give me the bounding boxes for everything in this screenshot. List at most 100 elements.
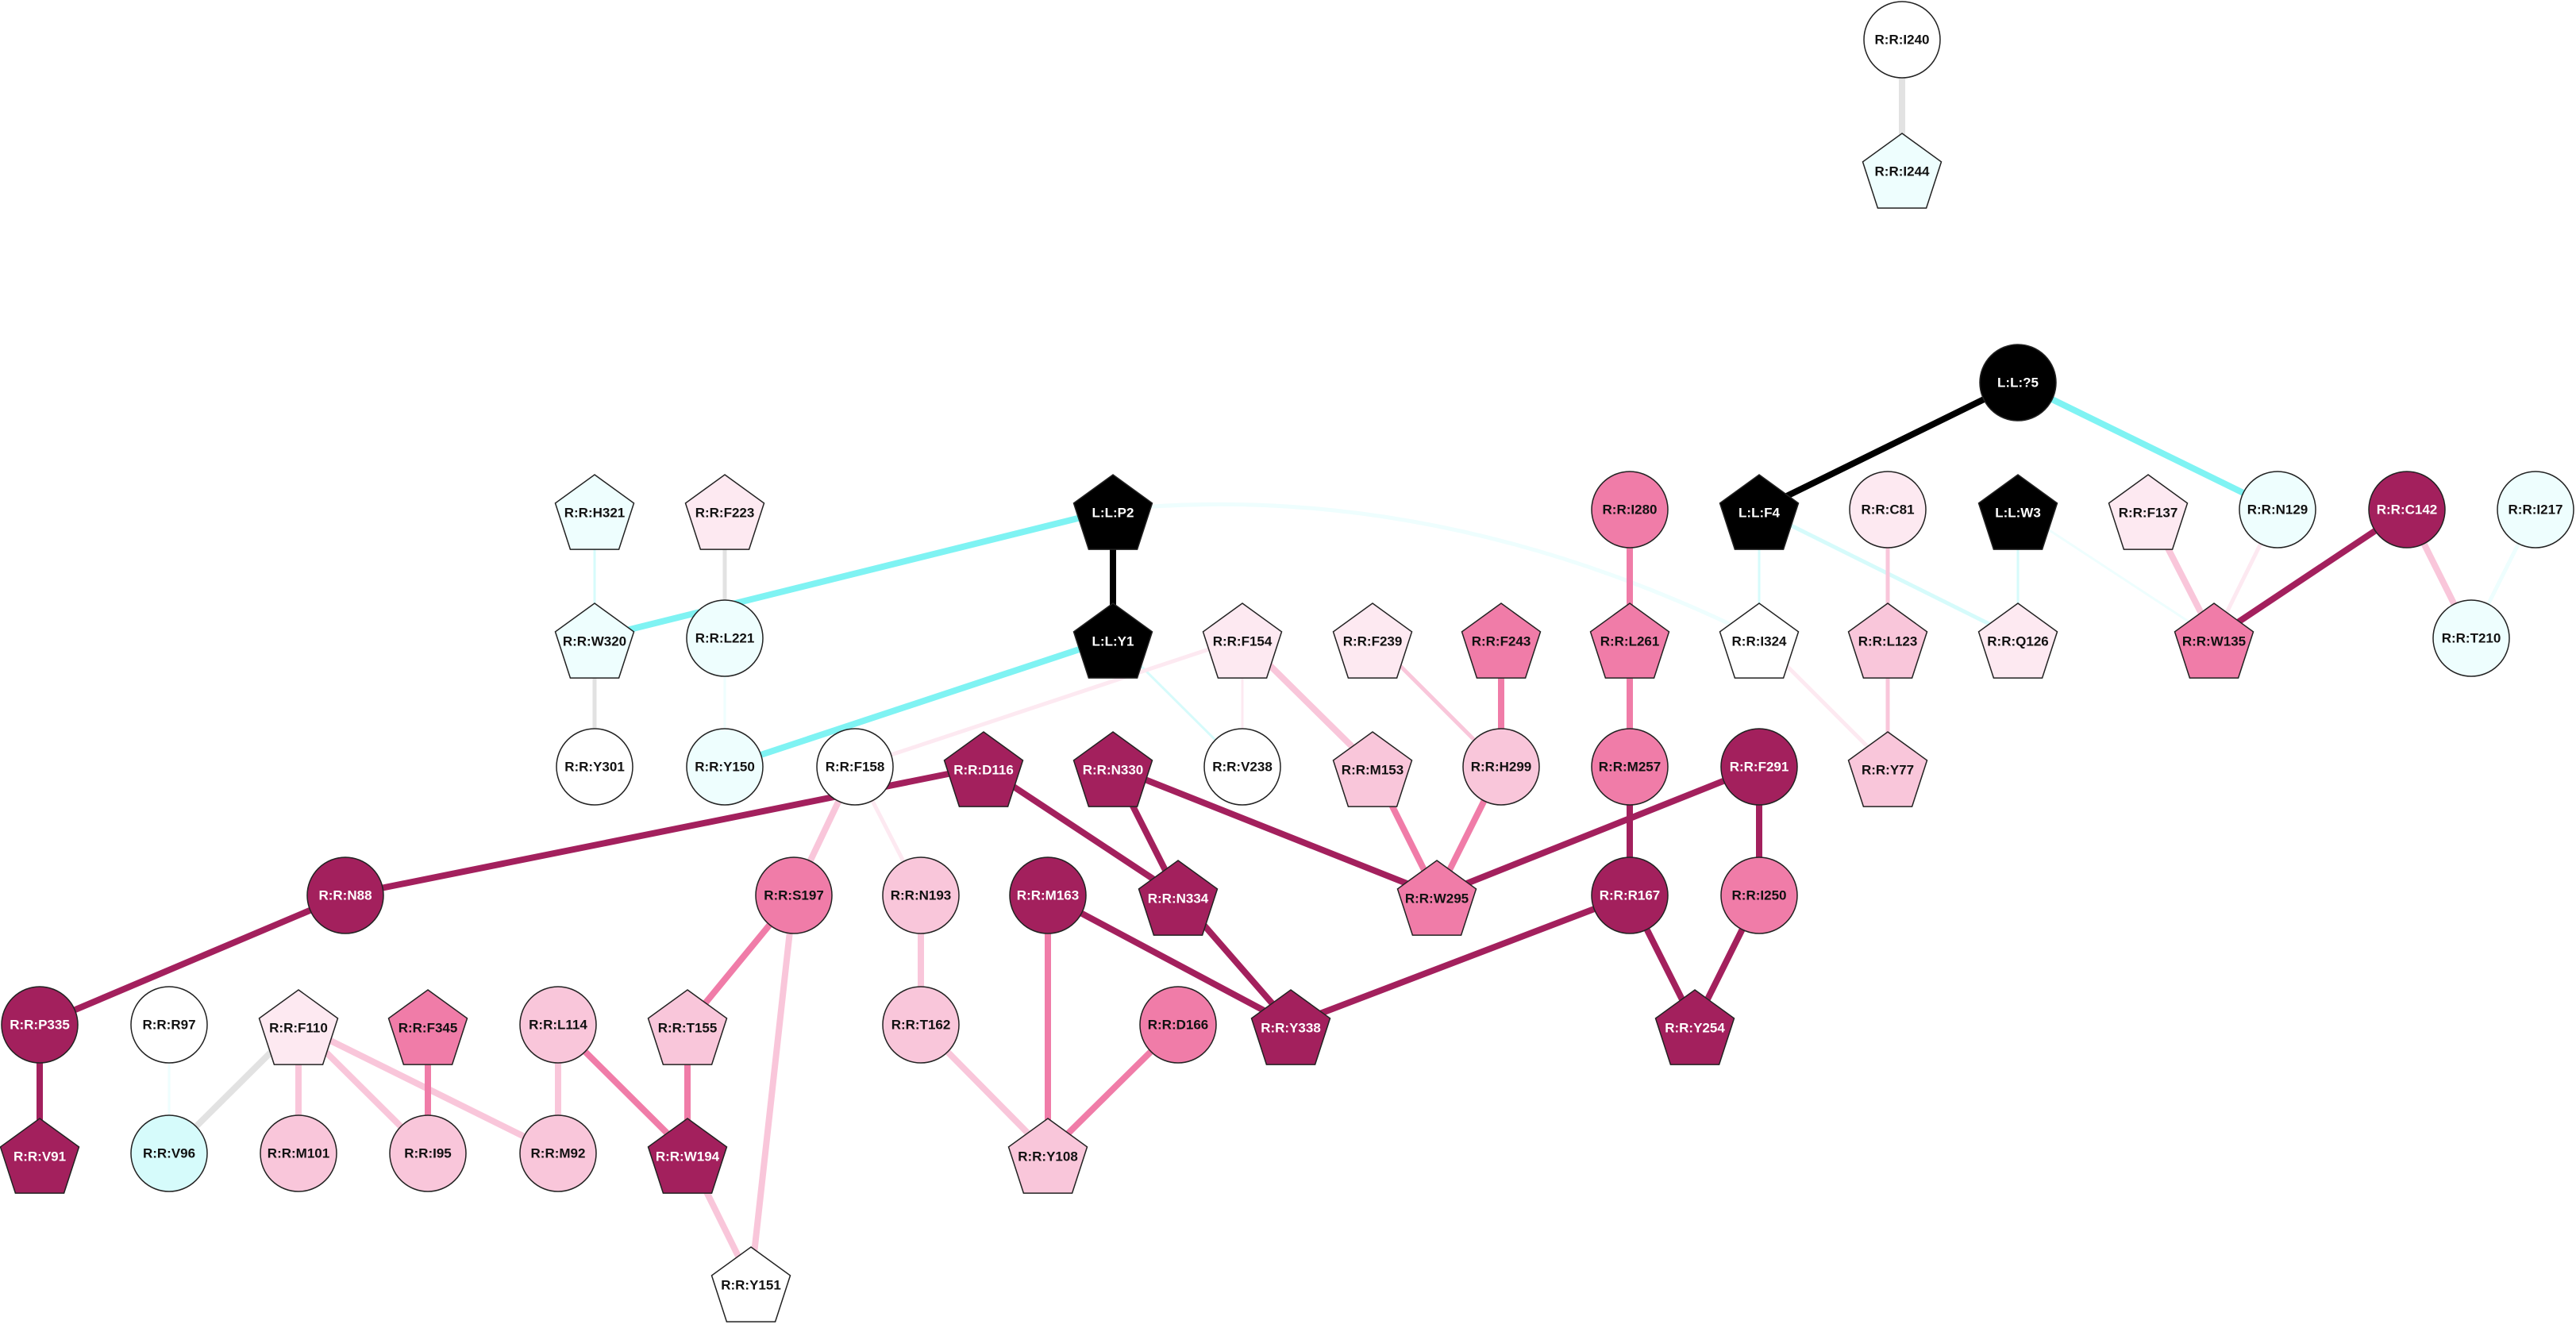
node-label-P2: L:L:P2 xyxy=(1092,506,1134,521)
node-D166[interactable]: R:R:D166 xyxy=(1139,986,1217,1064)
node-L114[interactable]: R:R:L114 xyxy=(519,986,597,1064)
node-L123[interactable]: R:R:L123 xyxy=(1847,602,1928,679)
node-Y151[interactable]: R:R:Y151 xyxy=(710,1246,791,1322)
node-label-Y338: R:R:Y338 xyxy=(1261,1021,1321,1036)
node-W320[interactable]: R:R:W320 xyxy=(554,602,635,679)
node-label-N334: R:R:N334 xyxy=(1148,891,1209,907)
node-label-L261: R:R:L261 xyxy=(1600,634,1660,649)
node-I324[interactable]: R:R:I324 xyxy=(1719,602,1800,679)
node-R167[interactable]: R:R:R167 xyxy=(1591,856,1669,934)
node-F4[interactable]: L:L:F4 xyxy=(1719,474,1800,550)
node-label-F4: L:L:F4 xyxy=(1739,506,1780,521)
node-V91[interactable]: R:R:V91 xyxy=(0,1118,80,1194)
node-I250[interactable]: R:R:I250 xyxy=(1720,856,1798,934)
node-T162[interactable]: R:R:T162 xyxy=(882,986,960,1064)
node-M153[interactable]: R:R:M153 xyxy=(1332,731,1413,807)
node-shape-I244 xyxy=(1862,133,1943,209)
node-P2[interactable]: L:L:P2 xyxy=(1072,474,1153,550)
node-N334[interactable]: R:R:N334 xyxy=(1138,860,1219,936)
node-Y301[interactable]: R:R:Y301 xyxy=(556,728,633,806)
node-shape-M257 xyxy=(1591,728,1669,806)
node-shape-P335 xyxy=(1,986,79,1064)
node-I244[interactable]: R:R:I244 xyxy=(1862,133,1943,209)
node-label-D116: R:R:D116 xyxy=(953,763,1014,778)
node-label-V238: R:R:V238 xyxy=(1212,760,1273,775)
node-Q126[interactable]: R:R:Q126 xyxy=(1977,602,2058,679)
edge-W3-W135 xyxy=(2016,508,2216,640)
edge-M163-Y338 xyxy=(1045,892,1294,1028)
node-Y108[interactable]: R:R:Y108 xyxy=(1007,1118,1088,1194)
node-D116[interactable]: R:R:D116 xyxy=(943,731,1024,807)
node-F158[interactable]: R:R:F158 xyxy=(816,728,894,806)
node-shape-Y338 xyxy=(1250,989,1331,1065)
node-I280[interactable]: R:R:I280 xyxy=(1591,471,1669,549)
node-W3[interactable]: L:L:W3 xyxy=(1977,474,2058,550)
node-F154[interactable]: R:R:F154 xyxy=(1202,602,1283,679)
node-F243[interactable]: R:R:F243 xyxy=(1461,602,1542,679)
node-N129[interactable]: R:R:N129 xyxy=(2239,471,2316,549)
edge-R167-Y338 xyxy=(1288,892,1633,1028)
node-N88[interactable]: R:R:N88 xyxy=(306,856,384,934)
node-H299[interactable]: R:R:H299 xyxy=(1462,728,1540,806)
node-label-I280: R:R:I280 xyxy=(1603,502,1658,518)
node-T210[interactable]: R:R:T210 xyxy=(2432,599,2510,677)
node-shape-T155 xyxy=(647,989,728,1065)
node-label-M92: R:R:M92 xyxy=(531,1146,586,1161)
node-I217[interactable]: R:R:I217 xyxy=(2497,471,2574,549)
edge-D116-N334 xyxy=(980,764,1181,899)
node-label-I250: R:R:I250 xyxy=(1732,888,1787,903)
node-L5[interactable]: L:L:?5 xyxy=(1979,344,2057,421)
node-label-Q126: R:R:Q126 xyxy=(1987,634,2048,649)
node-C81[interactable]: R:R:C81 xyxy=(1849,471,1927,549)
node-label-P335: R:R:P335 xyxy=(10,1018,70,1033)
node-R97[interactable]: R:R:R97 xyxy=(130,986,208,1064)
node-F239[interactable]: R:R:F239 xyxy=(1332,602,1413,679)
node-Y1[interactable]: L:L:Y1 xyxy=(1072,602,1153,679)
node-L261[interactable]: R:R:L261 xyxy=(1589,602,1670,679)
node-shape-L123 xyxy=(1847,602,1928,679)
edge-S197-Y151 xyxy=(748,892,797,1285)
node-N193[interactable]: R:R:N193 xyxy=(882,856,960,934)
node-C142[interactable]: R:R:C142 xyxy=(2368,471,2446,549)
node-F345[interactable]: R:R:F345 xyxy=(387,989,468,1065)
node-T155[interactable]: R:R:T155 xyxy=(647,989,728,1065)
node-V238[interactable]: R:R:V238 xyxy=(1203,728,1281,806)
node-Y338[interactable]: R:R:Y338 xyxy=(1250,989,1331,1065)
node-F291[interactable]: R:R:F291 xyxy=(1720,728,1798,806)
node-shape-I250 xyxy=(1720,856,1798,934)
node-shape-I95 xyxy=(389,1114,467,1192)
node-V96[interactable]: R:R:V96 xyxy=(130,1114,208,1192)
node-S197[interactable]: R:R:S197 xyxy=(755,856,833,934)
node-Y150[interactable]: R:R:Y150 xyxy=(686,728,764,806)
node-M92[interactable]: R:R:M92 xyxy=(519,1114,597,1192)
node-W194[interactable]: R:R:W194 xyxy=(647,1118,728,1194)
node-H321[interactable]: R:R:H321 xyxy=(554,474,635,550)
node-F137[interactable]: R:R:F137 xyxy=(2108,474,2189,550)
node-label-V96: R:R:V96 xyxy=(143,1146,195,1161)
node-P335[interactable]: R:R:P335 xyxy=(1,986,79,1064)
node-label-H299: R:R:H299 xyxy=(1471,760,1532,775)
node-label-F137: R:R:F137 xyxy=(2119,506,2178,521)
node-I95[interactable]: R:R:I95 xyxy=(389,1114,467,1192)
node-M257[interactable]: R:R:M257 xyxy=(1591,728,1669,806)
node-shape-Y150 xyxy=(686,728,764,806)
node-M163[interactable]: R:R:M163 xyxy=(1009,856,1087,934)
node-label-C142: R:R:C142 xyxy=(2377,502,2438,518)
node-Y77[interactable]: R:R:Y77 xyxy=(1847,731,1928,807)
node-label-H321: R:R:H321 xyxy=(564,506,626,521)
node-label-M153: R:R:M153 xyxy=(1342,763,1404,778)
node-shape-F239 xyxy=(1332,602,1413,679)
node-F223[interactable]: R:R:F223 xyxy=(684,474,765,550)
node-I240[interactable]: R:R:I240 xyxy=(1863,1,1941,79)
node-shape-V91 xyxy=(0,1118,80,1194)
node-W295[interactable]: R:R:W295 xyxy=(1396,860,1477,936)
node-W135[interactable]: R:R:W135 xyxy=(2174,602,2254,679)
node-shape-F345 xyxy=(387,989,468,1065)
node-N330[interactable]: R:R:N330 xyxy=(1072,731,1153,807)
node-L221[interactable]: R:R:L221 xyxy=(686,599,764,677)
node-F110[interactable]: R:R:F110 xyxy=(258,989,339,1065)
node-label-T210: R:R:T210 xyxy=(2442,631,2501,646)
node-M101[interactable]: R:R:M101 xyxy=(260,1114,337,1192)
node-Y254[interactable]: R:R:Y254 xyxy=(1654,989,1735,1065)
